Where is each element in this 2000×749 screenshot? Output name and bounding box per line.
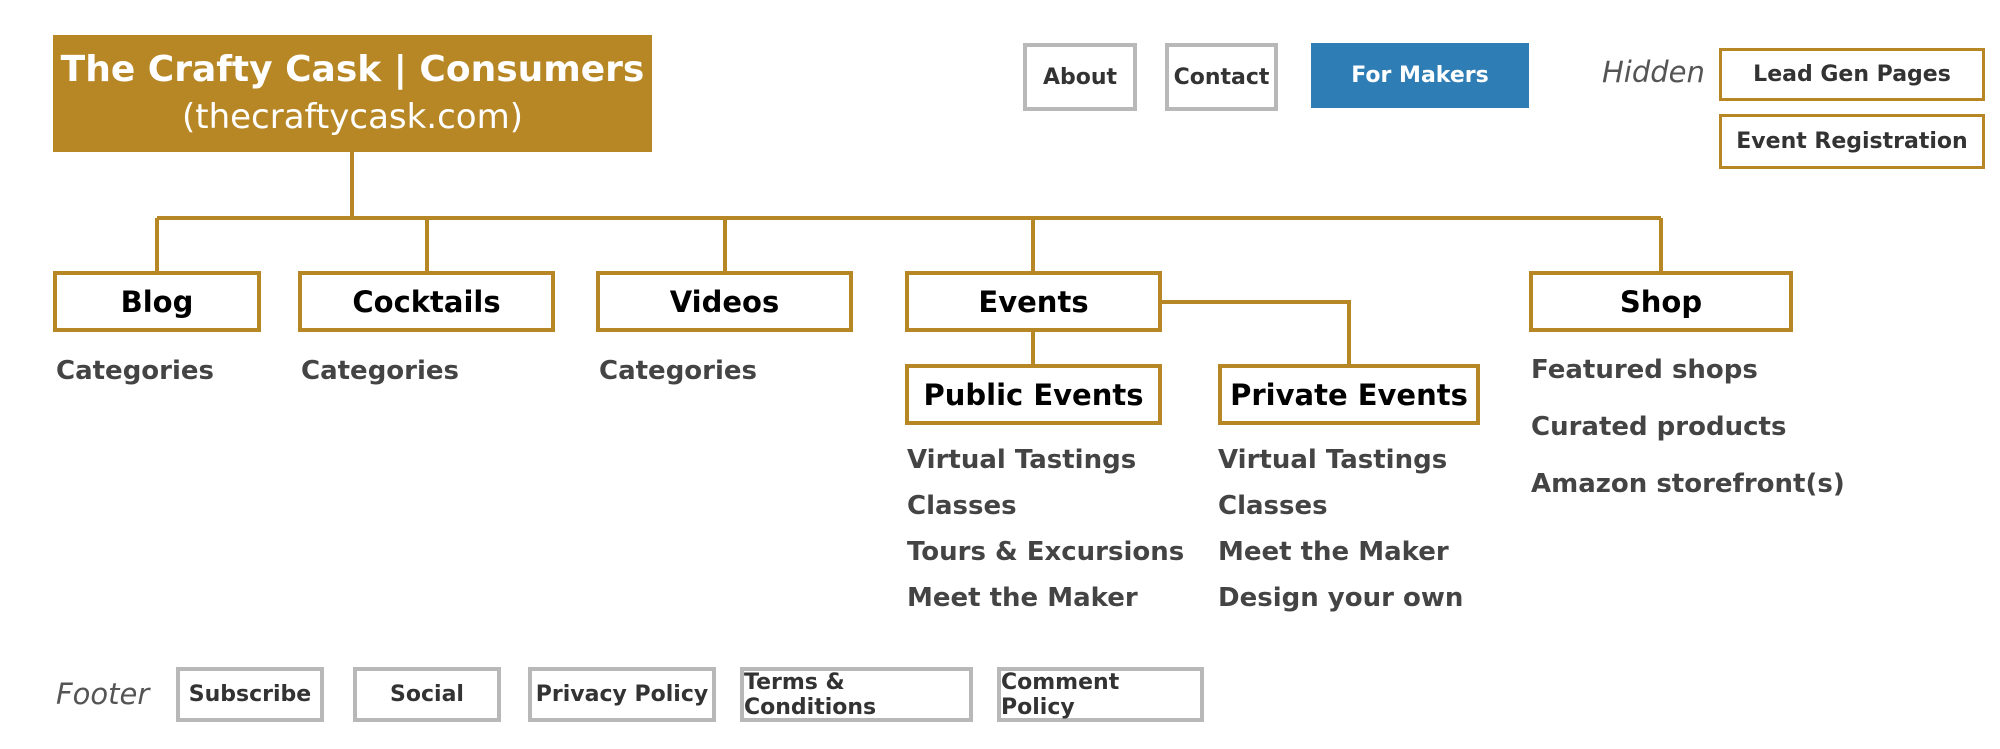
comment-policy-button[interactable]: Comment Policy	[997, 667, 1204, 722]
lead-gen-pages-button[interactable]: Lead Gen Pages	[1719, 48, 1985, 101]
list-item[interactable]: Virtual Tastings	[1218, 445, 1448, 475]
list-item[interactable]: Virtual Tastings	[907, 445, 1137, 475]
cocktails-categories[interactable]: Categories	[301, 356, 460, 386]
list-item[interactable]: Curated products	[1531, 412, 1787, 442]
subscribe-button[interactable]: Subscribe	[176, 667, 324, 722]
list-item[interactable]: Meet the Maker	[907, 583, 1138, 613]
list-item[interactable]: Tours & Excursions	[907, 537, 1185, 567]
list-item[interactable]: Design your own	[1218, 583, 1464, 613]
public-events-list: Virtual Tastings Classes Tours & Excursi…	[907, 437, 1184, 621]
footer-label: Footer	[56, 677, 150, 711]
blog-categories[interactable]: Categories	[56, 356, 215, 386]
shop-list: Featured shops Curated products Amazon s…	[1531, 342, 1845, 513]
event-registration-button[interactable]: Event Registration	[1719, 114, 1985, 169]
videos-categories[interactable]: Categories	[599, 356, 758, 386]
hidden-label: Hidden	[1602, 55, 1705, 89]
public-events-node[interactable]: Public Events	[905, 364, 1162, 425]
site-domain: (thecraftycask.com)	[181, 96, 523, 137]
social-button[interactable]: Social	[353, 667, 501, 722]
site-root-node: The Crafty Cask | Consumers (thecraftyca…	[53, 35, 652, 152]
contact-button[interactable]: Contact	[1165, 43, 1278, 111]
connector-private-events	[1160, 300, 1351, 365]
site-title: The Crafty Cask | Consumers	[60, 48, 645, 90]
videos-node[interactable]: Videos	[596, 271, 853, 332]
events-node[interactable]: Events	[905, 271, 1162, 332]
blog-node[interactable]: Blog	[53, 271, 261, 332]
cocktails-node[interactable]: Cocktails	[298, 271, 555, 332]
list-item[interactable]: Featured shops	[1531, 355, 1758, 385]
list-item[interactable]: Classes	[907, 491, 1017, 521]
list-item[interactable]: Amazon storefront(s)	[1531, 469, 1845, 499]
about-button[interactable]: About	[1023, 43, 1137, 111]
for-makers-button[interactable]: For Makers	[1311, 43, 1529, 108]
private-events-node[interactable]: Private Events	[1218, 364, 1480, 425]
list-item[interactable]: Classes	[1218, 491, 1328, 521]
private-events-list: Virtual Tastings Classes Meet the Maker …	[1218, 437, 1463, 621]
list-item[interactable]: Meet the Maker	[1218, 537, 1449, 567]
shop-node[interactable]: Shop	[1529, 271, 1793, 332]
privacy-policy-button[interactable]: Privacy Policy	[528, 667, 716, 722]
terms-conditions-button[interactable]: Terms & Conditions	[740, 667, 973, 722]
